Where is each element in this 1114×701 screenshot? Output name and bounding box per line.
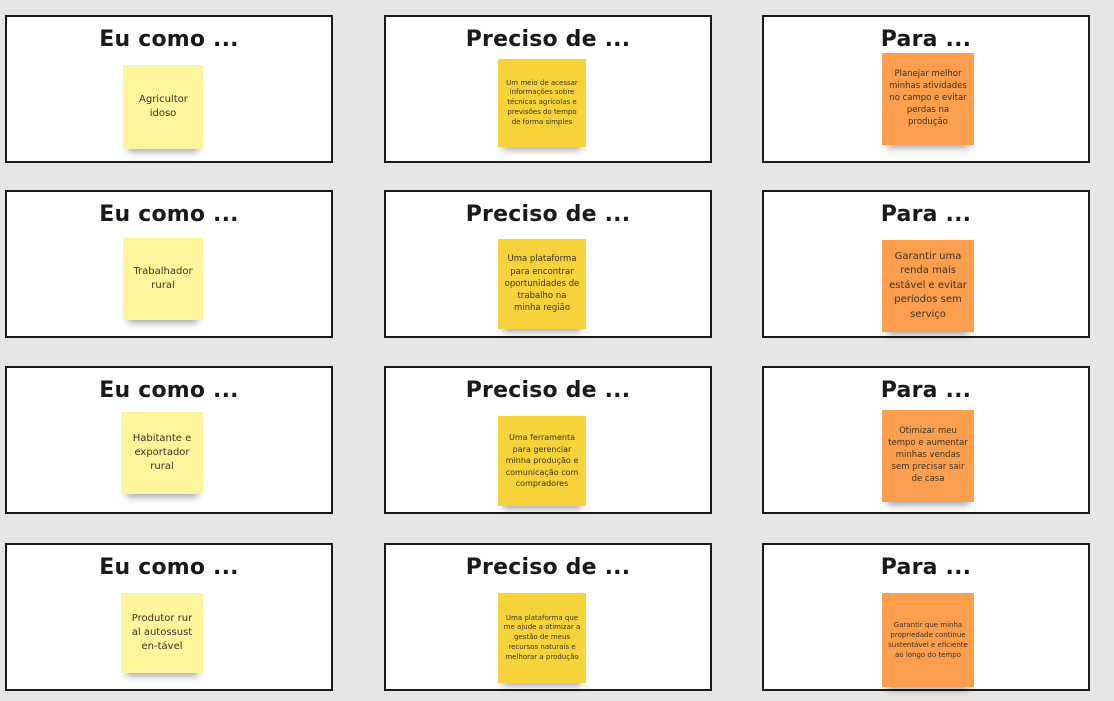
sticky-note-text: Planejar melhor minhas atividades no cam… xyxy=(889,69,967,127)
sticky-note[interactable]: Trabalhador rural xyxy=(123,238,203,320)
frame-title: Eu como ... xyxy=(99,27,239,52)
sticky-note[interactable]: Planejar melhor minhas atividades no cam… xyxy=(882,53,974,145)
sticky-note[interactable]: Uma plataforma que me ajude a otimizar a… xyxy=(498,593,586,683)
frame-eu-como-3[interactable]: Eu como ... Habitante e exportador rural xyxy=(5,366,333,514)
frame-preciso-de-3[interactable]: Preciso de ... Uma ferramenta para geren… xyxy=(384,366,712,514)
sticky-note[interactable]: Um meio de acessar informações sobre téc… xyxy=(498,59,586,147)
frame-preciso-de-1[interactable]: Preciso de ... Um meio de acessar inform… xyxy=(384,15,712,163)
frame-title: Preciso de ... xyxy=(465,378,631,403)
frame-title: Preciso de ... xyxy=(465,555,631,580)
sticky-note-text: Agricultor idoso xyxy=(139,94,188,119)
frame-title: Eu como ... xyxy=(99,378,239,403)
sticky-note-text: Produtor rural autossusten-tável xyxy=(131,613,193,652)
frame-title: Para ... xyxy=(880,555,972,580)
frame-para-4[interactable]: Para ... Garantir que minha propriedade … xyxy=(762,543,1090,691)
frame-title: Eu como ... xyxy=(99,202,239,227)
frame-title: Para ... xyxy=(880,27,972,52)
sticky-note-text: Uma ferramenta para gerenciar minha prod… xyxy=(505,433,579,489)
sticky-note[interactable]: Garantir uma renda mais estável e evitar… xyxy=(882,240,974,332)
frame-preciso-de-2[interactable]: Preciso de ... Uma plataforma para encon… xyxy=(384,190,712,338)
frame-eu-como-1[interactable]: Eu como ... Agricultor idoso xyxy=(5,15,333,163)
sticky-note-text: Uma plataforma para encontrar oportunida… xyxy=(504,254,580,314)
frame-title: Eu como ... xyxy=(99,555,239,580)
frame-eu-como-2[interactable]: Eu como ... Trabalhador rural xyxy=(5,190,333,338)
frame-preciso-de-4[interactable]: Preciso de ... Uma plataforma que me aju… xyxy=(384,543,712,691)
frame-para-2[interactable]: Para ... Garantir uma renda mais estável… xyxy=(762,190,1090,338)
sticky-note[interactable]: Habitante e exportador rural xyxy=(121,412,203,494)
sticky-note[interactable]: Otimizar meu tempo e aumentar minhas ven… xyxy=(882,410,974,502)
frame-title: Preciso de ... xyxy=(465,202,631,227)
frame-title: Para ... xyxy=(880,378,972,403)
sticky-note[interactable]: Agricultor idoso xyxy=(123,65,203,149)
sticky-note-text: Garantir que minha propriedade continue … xyxy=(888,620,968,660)
sticky-note-text: Garantir uma renda mais estável e evitar… xyxy=(889,250,967,320)
sticky-note[interactable]: Garantir que minha propriedade continue … xyxy=(882,593,974,687)
frame-para-1[interactable]: Para ... Planejar melhor minhas atividad… xyxy=(762,15,1090,163)
sticky-note-text: Uma plataforma que me ajude a otimizar a… xyxy=(503,613,581,661)
sticky-note-text: Trabalhador rural xyxy=(133,266,193,291)
frame-title: Para ... xyxy=(880,202,972,227)
sticky-note-text: Habitante e exportador rural xyxy=(132,433,192,472)
sticky-note[interactable]: Uma ferramenta para gerenciar minha prod… xyxy=(498,416,586,506)
sticky-note-text: Otimizar meu tempo e aumentar minhas ven… xyxy=(888,426,968,484)
frame-para-3[interactable]: Para ... Otimizar meu tempo e aumentar m… xyxy=(762,366,1090,514)
sticky-note[interactable]: Uma plataforma para encontrar oportunida… xyxy=(498,239,586,329)
frame-title: Preciso de ... xyxy=(465,27,631,52)
frame-eu-como-4[interactable]: Eu como ... Produtor rural autossusten-t… xyxy=(5,543,333,691)
sticky-note-text: Um meio de acessar informações sobre téc… xyxy=(506,78,578,126)
sticky-note[interactable]: Produtor rural autossusten-tável xyxy=(121,593,203,673)
